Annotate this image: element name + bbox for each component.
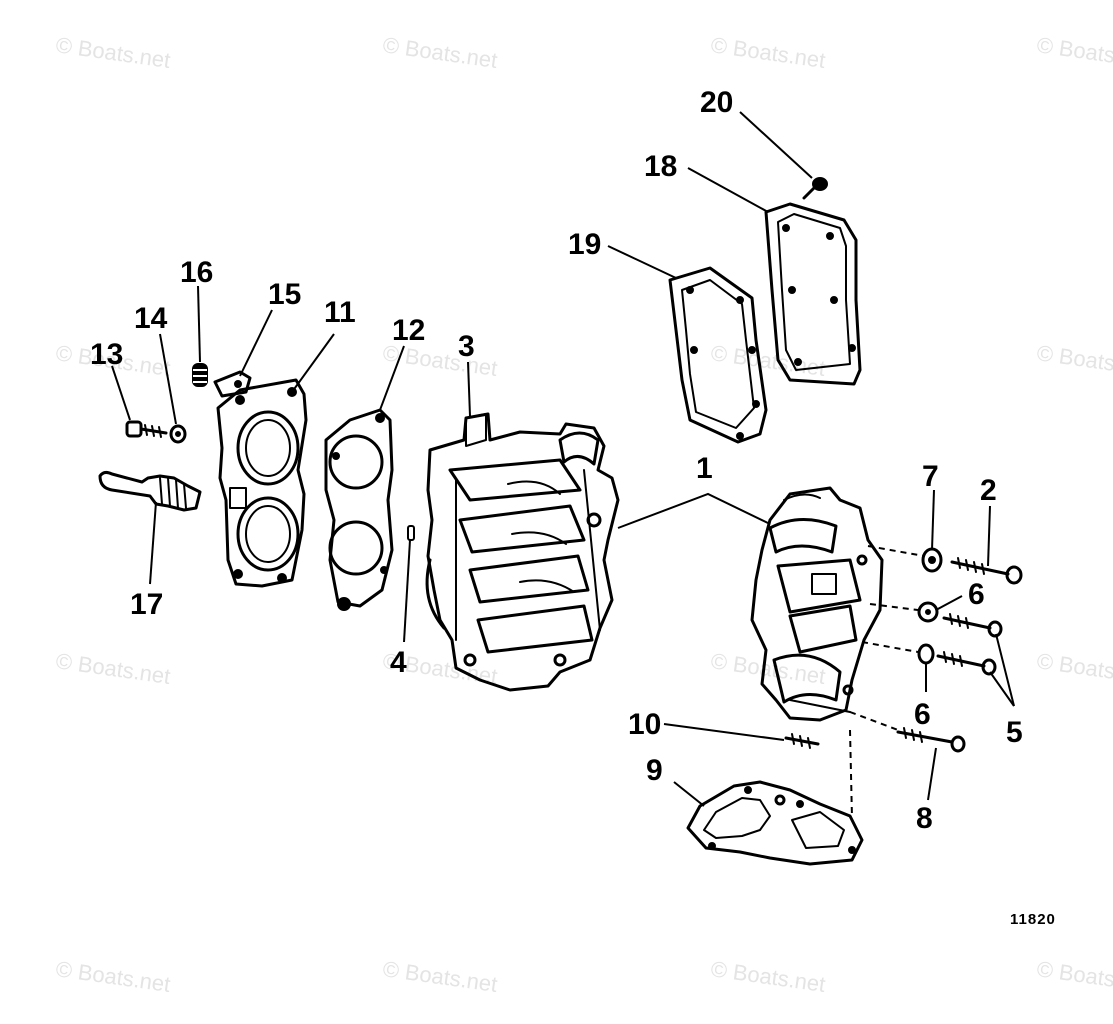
watermark-text: © Boats.net — [1035, 340, 1113, 381]
part-6-washer-upper — [917, 601, 939, 623]
callout-4: 4 — [390, 646, 407, 679]
part-14-washer — [169, 424, 187, 444]
part-9-gasket — [686, 780, 864, 866]
callout-13: 13 — [90, 338, 123, 371]
callout-3: 3 — [458, 330, 475, 363]
watermark-text: © Boats.net — [381, 32, 499, 73]
watermark-text: © Boats.net — [709, 32, 827, 73]
alignment-lines — [849, 545, 925, 819]
watermark-text: © Boats.net — [709, 956, 827, 997]
callout-labels: 20 18 19 16 15 11 12 3 14 13 1 7 2 6 17 … — [90, 86, 1056, 928]
part-4-dowel-pin — [407, 525, 415, 541]
watermark-text: © Boats.net — [1035, 956, 1113, 997]
callout-6-upper: 6 — [968, 578, 985, 611]
watermark-text: © Boats.net — [381, 956, 499, 997]
callout-11: 11 — [324, 296, 356, 329]
callout-17: 17 — [130, 588, 163, 621]
callout-6-lower: 6 — [914, 698, 931, 731]
callout-14: 14 — [134, 302, 168, 335]
part-19-exhaust-gasket — [668, 266, 768, 444]
callout-20: 20 — [700, 86, 733, 119]
part-15-clip — [213, 370, 252, 398]
part-3-cylinder-block — [425, 412, 620, 692]
watermark-text: © Boats.net — [1035, 648, 1113, 689]
part-7-washer — [921, 547, 943, 573]
callout-10: 10 — [628, 708, 661, 741]
callout-12: 12 — [392, 314, 425, 347]
watermark-text: © Boats.net — [1035, 32, 1113, 73]
callout-15: 15 — [268, 278, 301, 311]
part-1-crankcase-half — [750, 486, 884, 722]
part-18-exhaust-cover — [764, 202, 862, 386]
watermark-text: © Boats.net — [54, 956, 172, 997]
callout-7: 7 — [922, 460, 939, 493]
part-11-head-cover — [216, 378, 308, 588]
callout-18: 18 — [644, 150, 677, 183]
part-5-bolts — [936, 613, 1003, 676]
callout-8: 8 — [916, 802, 933, 835]
callout-19: 19 — [568, 228, 601, 261]
part-8-bolt — [896, 727, 966, 753]
part-20-screw — [802, 177, 828, 200]
watermark-text: © Boats.net — [709, 340, 827, 381]
part-2-bolt — [950, 557, 1023, 585]
part-6-washer-lower — [917, 643, 935, 665]
leader-lines — [111, 111, 1015, 807]
part-17-sender — [98, 470, 202, 512]
watermark-text: © Boats.net — [54, 648, 172, 689]
diagram-id: 11820 — [1010, 911, 1056, 928]
watermark-text: © Boats.net — [54, 32, 172, 73]
part-16-spring — [192, 363, 208, 387]
callout-16: 16 — [180, 256, 213, 289]
part-10-pin — [784, 733, 820, 749]
callout-2: 2 — [980, 474, 997, 507]
watermark-layer: © Boats.net © Boats.net © Boats.net © Boats… — [54, 32, 1113, 997]
part-13-bolt — [125, 420, 168, 438]
callout-5: 5 — [1006, 716, 1023, 749]
callout-9: 9 — [646, 754, 663, 787]
part-12-head-gasket — [324, 408, 394, 611]
watermark-text: © Boats.net — [709, 648, 827, 689]
callout-1: 1 — [696, 452, 713, 485]
